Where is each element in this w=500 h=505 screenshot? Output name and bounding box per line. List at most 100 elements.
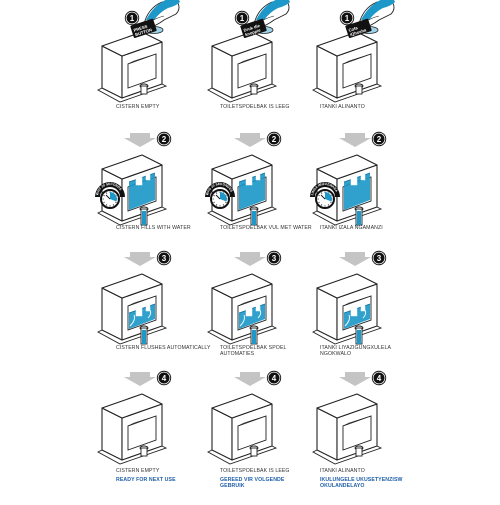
cistern-top [316,31,378,57]
outlet-pipe [355,447,363,457]
cistern-opening [237,53,267,89]
water-body [239,173,265,210]
step-caption: AUTOMATIES [220,351,255,357]
down-arrow [339,133,371,147]
step-badge-ring [340,11,354,25]
hand-label-bg [240,18,267,38]
hand-label-line: Druk die [243,23,261,33]
base-plate [97,445,168,465]
step-caption: CISTERN EMPTY [116,468,160,474]
step-number: 4 [377,374,382,383]
float-valve [245,175,253,186]
ready-caption: READY FOR NEXT USE [116,477,176,483]
step-number: 1 [130,14,135,23]
opening-edge [237,53,267,65]
step-number: 3 [377,254,382,263]
step-caption: CISTERN FILLS WITH WATER [116,225,191,231]
fill-valve [145,303,151,312]
water-body [129,173,155,210]
base-plate [312,206,383,226]
step-badge [156,370,172,386]
cistern-top [101,154,163,180]
base-plate [97,83,168,103]
step-badge-ring [157,371,171,385]
dial-tick [112,204,115,206]
step-badge-ring [372,132,386,146]
outlet-pipe [140,85,148,95]
step-caption: ITANKI LIYAZIGUNGXULELA [320,345,392,351]
cistern-top [211,393,273,419]
step-badge-ring [267,251,281,265]
cistern [312,393,383,465]
hand-label-line: BUTTON [134,27,152,37]
cistern [312,273,383,345]
down-arrow [234,133,266,147]
cistern [207,273,278,345]
panel-row4-col1: 4 [97,370,172,465]
cistern [97,393,168,465]
cistern-top [316,393,378,419]
cistern [97,31,168,103]
base-plate [312,325,383,345]
dial-fill [325,192,332,202]
cistern [207,31,278,103]
base-plate [97,206,168,226]
step-badge-ring [157,251,171,265]
cistern-opening [342,415,372,451]
step-caption: CISTERN FLUSHES AUTOMATICALLY [116,345,211,351]
dial-tick [318,194,320,197]
step-caption: ITANKI ALINANTO [320,104,365,110]
pipe-water [357,330,361,344]
step-badge [156,131,172,147]
panel-row3-col2: 3 [207,250,282,345]
cistern-top [211,273,273,299]
hand-label-bg [130,18,157,38]
step-caption: NGOKWALO [320,351,352,357]
cistern [207,393,278,465]
dial-tick [330,201,332,204]
panel-row4-col3: 4 [312,370,387,465]
down-arrow [234,252,266,266]
outlet-pipe [250,447,258,457]
panel-row4-col2: 4 [207,370,282,465]
hand-label-line: knoppie [244,27,261,37]
cistern [312,31,383,103]
outlet-pipe [355,85,363,95]
dial-tick [213,194,215,197]
float-valve [350,306,358,317]
pipe-water [252,330,256,344]
hand-sleeve [256,0,290,20]
panel-row3-col1: 3 [97,250,172,345]
step-caption: CISTERN EMPTY [116,104,160,110]
step-badge [124,10,140,26]
base-plate [207,445,278,465]
flush-swirl [239,309,262,327]
opening-edge [127,53,157,65]
dial-tick [105,204,108,206]
hand-sleeve [361,0,395,20]
hand-label: CofaiQhosha [348,23,368,38]
dial-tick [225,201,227,204]
dial-hand [215,194,221,200]
base-plate [207,206,278,226]
pipe-water [142,330,146,344]
base-plate [207,83,278,103]
pipe-water [252,211,256,225]
outlet-pipe [140,447,148,457]
cistern [97,273,168,345]
cistern-top [101,273,163,299]
opening-edge [127,415,157,427]
step-caption: TOILETSPOELBAK IS LEEG [220,468,290,474]
step-badge [339,10,355,26]
dial-hand [105,194,111,200]
cistern-opening [127,415,157,451]
hand-label-line: Cofa [348,25,359,33]
dial-tick [215,204,218,206]
dial-tick [320,204,323,206]
step-badge-ring [157,132,171,146]
